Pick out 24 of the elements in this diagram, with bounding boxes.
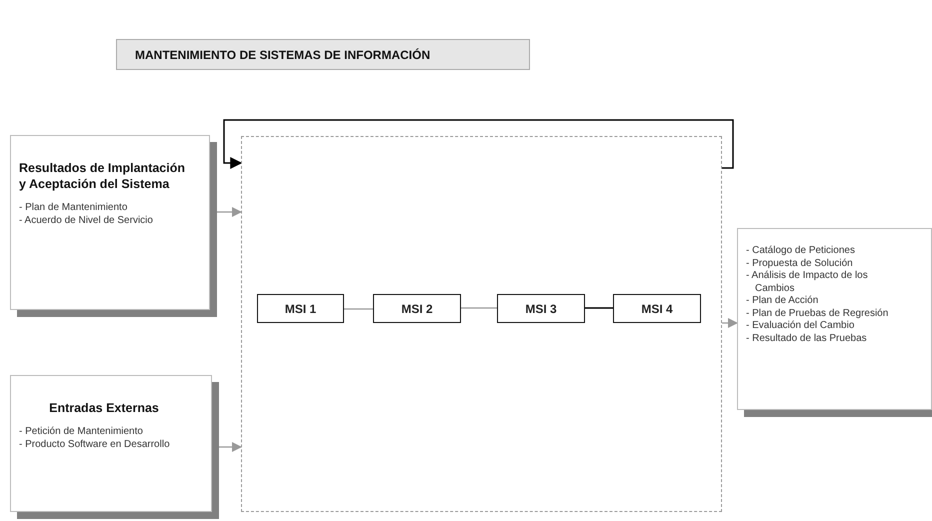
connector-line (344, 308, 373, 310)
list-item: - Petición de Mantenimiento (19, 426, 144, 438)
list-item: - Propuesta de Solución (746, 258, 854, 270)
list-item: - Resultado de las Pruebas (746, 332, 868, 345)
list-item: - Plan de Acción (746, 295, 820, 308)
list-item: - Catálogo de Peticiones (746, 245, 856, 258)
process-box: MSI 3 (497, 294, 585, 323)
title-banner: MANTENIMIENTO DE SISTEMAS DE INFORMACIÓN (116, 39, 530, 70)
arrow (223, 119, 734, 169)
process-container (241, 136, 722, 512)
process-box: MSI 2 (373, 294, 461, 323)
box-heading: Resultados de Implantación y Aceptación del Sistema (19, 160, 186, 192)
list-item: - Plan de Pruebas de Regresión (746, 308, 890, 320)
box-heading: Entradas Externas (48, 400, 160, 416)
process-box: MSI 4 (613, 294, 701, 323)
list-item: - Producto Software en Desarrollo (19, 438, 171, 451)
list-item: - Acuerdo de Nivel de Servicio (19, 214, 154, 227)
connector-line (461, 307, 497, 309)
arrow (722, 318, 738, 328)
connector-line (585, 307, 613, 309)
list-item: - Plan de Mantenimiento (19, 202, 128, 214)
list-item: - Análisis de Impacto de los Cambios (746, 270, 869, 295)
process-box: MSI 1 (257, 294, 344, 323)
list-item: - Evaluación del Cambio (746, 320, 856, 332)
